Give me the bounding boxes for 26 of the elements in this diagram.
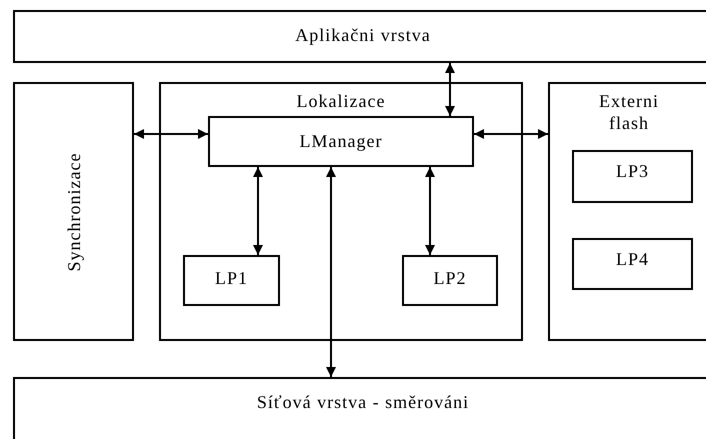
box-label: Aplikačni vrstva bbox=[294, 24, 432, 46]
box-label: Síťová vrstva - směrováni bbox=[256, 391, 470, 413]
arrow bbox=[474, 129, 548, 139]
arrow bbox=[425, 167, 435, 255]
component-box bbox=[402, 255, 498, 306]
box-label: LP2 bbox=[432, 267, 468, 289]
module-box bbox=[13, 82, 134, 341]
component-box bbox=[572, 150, 693, 203]
arrow bbox=[253, 167, 263, 255]
box-label: LP3 bbox=[614, 160, 650, 182]
box-label: Externi flash bbox=[598, 90, 660, 134]
component-box bbox=[572, 238, 693, 290]
arrow bbox=[134, 129, 208, 139]
module-box bbox=[548, 82, 706, 341]
component-box bbox=[183, 255, 280, 306]
box-label: LP4 bbox=[614, 248, 650, 270]
layer-box bbox=[13, 377, 706, 439]
box-label: Synchronizace bbox=[62, 152, 84, 271]
box-label: LManager bbox=[298, 130, 384, 152]
arrow bbox=[326, 167, 336, 377]
layer-box bbox=[13, 10, 706, 63]
module-box bbox=[159, 82, 523, 341]
arrow bbox=[445, 63, 455, 116]
component-box bbox=[208, 116, 474, 167]
box-label: LP1 bbox=[214, 267, 249, 289]
box-label: Lokalizace bbox=[296, 90, 386, 112]
